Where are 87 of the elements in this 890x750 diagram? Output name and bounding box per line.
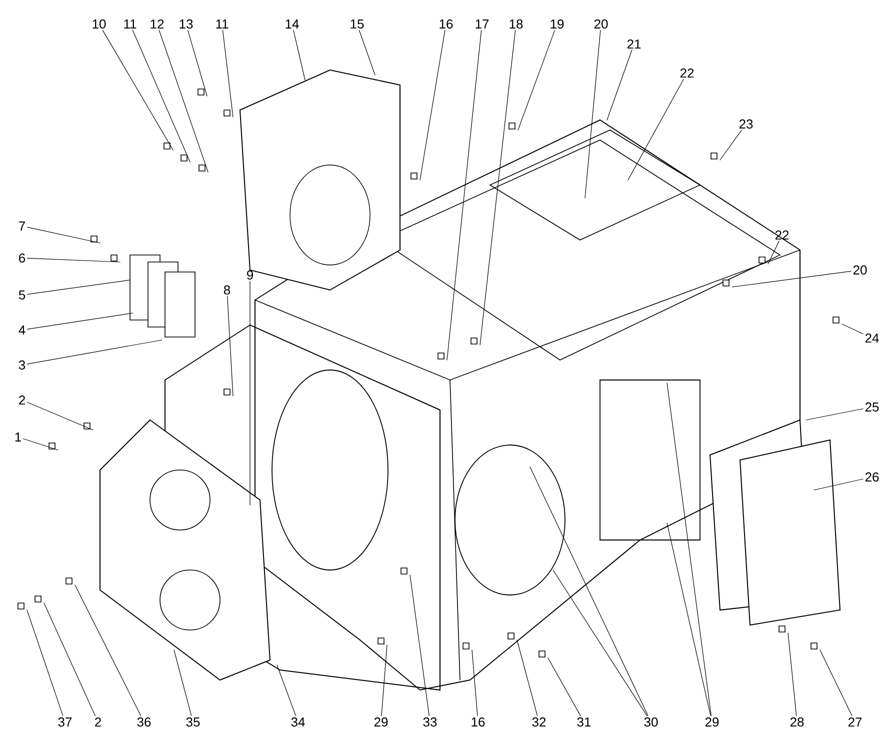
leader-line [472,650,478,716]
leader-line [132,30,190,162]
leader-line [806,408,864,420]
callout-number: 13 [180,19,193,29]
leader-line [410,574,430,716]
leader-line [480,30,516,346]
callout-number: 20 [853,265,867,275]
leader-line [27,312,134,330]
callout-number: 24 [865,333,879,343]
callout-number: 22 [775,230,789,240]
leader-line [293,30,306,80]
leader-line [276,664,296,716]
leader-line [27,258,120,262]
callout-number: 6 [19,253,26,263]
callout-number: 14 [286,20,299,28]
leader-line [174,650,192,716]
leader-line [548,658,581,716]
callout-number: 31 [577,717,591,727]
leader-line [158,30,208,172]
callout-number: 8 [224,285,230,295]
leader-line [518,30,555,130]
leader-line [227,296,234,396]
callout-number: 23 [739,119,753,129]
leader-line [27,340,162,364]
callout-number: 33 [423,717,437,727]
callout-number: 29 [705,717,719,727]
leader-line [666,522,711,716]
leader-line [720,130,742,160]
leader-line [358,30,376,76]
callout-number: 3 [18,360,26,370]
callout-number: 5 [18,290,26,300]
leader-line [814,478,864,490]
leader-line [516,640,538,716]
callout-number: 26 [865,472,879,482]
callout-number: 37 [58,717,72,727]
callout-number: 22 [680,68,694,78]
leader-line [666,382,712,716]
leader-line [44,602,96,716]
callout-number: 1 [15,432,21,442]
callout-number: 18 [510,19,523,29]
callout-number: 29 [374,717,388,727]
leader-line [628,78,684,180]
leader-line [381,644,388,716]
leader-line [768,240,780,264]
callout-number: 12 [150,19,164,29]
callout-number: 35 [186,717,200,727]
leader-line [102,30,174,150]
leader-line [74,584,142,716]
callout-number: 17 [476,20,489,28]
callout-number: 10 [92,19,106,29]
callout-number: 36 [137,717,151,727]
callout-number: 11 [124,20,136,28]
callout-number: 25 [865,402,879,412]
leader-line [446,30,482,360]
callout-number: 21 [627,39,641,49]
callout-number: 16 [472,717,485,727]
callout-number: 16 [440,19,453,29]
leader-line [23,438,58,450]
callout-number: 32 [532,717,546,727]
callout-number: 20 [594,19,608,29]
callout-number: 9 [247,270,253,280]
callout-number: 4 [18,326,26,334]
leader-line [606,50,632,120]
leader-line [188,30,208,96]
leader-line [27,402,94,430]
leader-line [27,226,100,244]
leader-line [732,270,852,288]
callout-number: 11 [216,20,228,28]
callout-number: 30 [644,717,658,727]
leader-line [530,466,648,716]
leader-line [552,570,648,716]
callout-number: 2 [19,395,25,405]
callout-number: 27 [848,717,862,727]
callout-number: 2 [95,717,101,727]
callout-number: 15 [350,19,364,29]
leader-line [26,610,64,716]
leader-line [27,280,130,295]
callout-number: 19 [550,19,564,29]
leader-line [788,632,797,716]
callout-number: 7 [19,222,25,230]
leader-line [584,30,601,198]
leader-line [420,30,446,180]
leader-line [820,650,852,716]
leader-line [222,30,234,118]
callout-number: 28 [790,717,804,727]
callout-number: 34 [291,717,305,727]
leader-line [842,324,864,334]
